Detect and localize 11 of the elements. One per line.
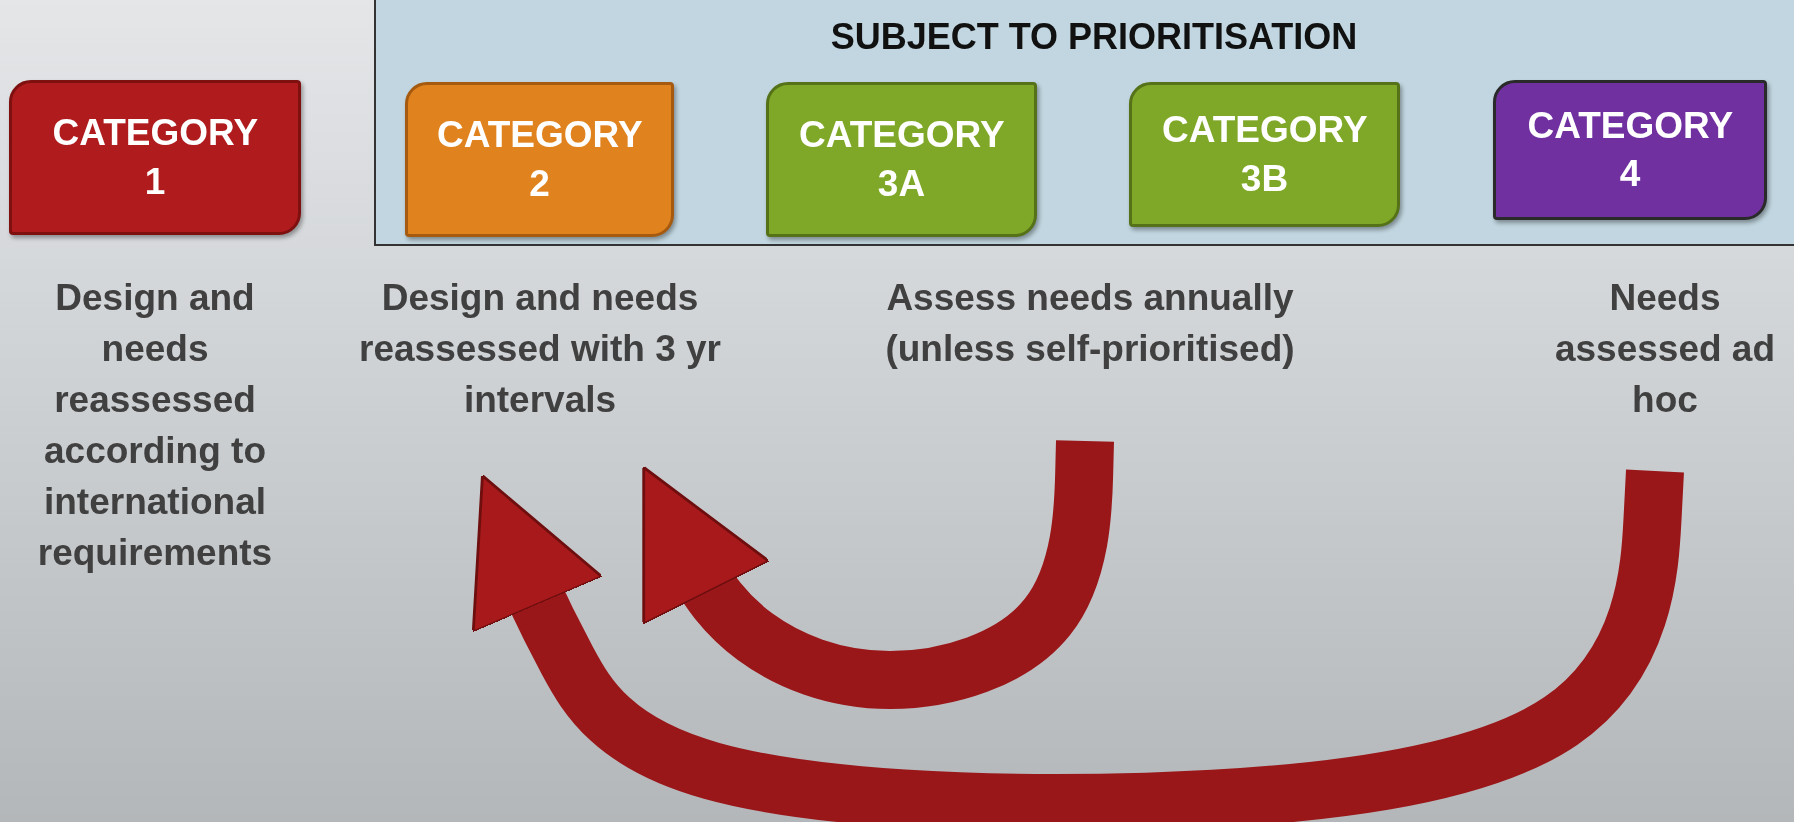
category-box: CATEGORY 3A <box>766 82 1037 237</box>
category-box: CATEGORY 1 <box>9 80 301 235</box>
description-text: Design and needs reassessed with 3 yr intervals <box>340 272 740 432</box>
description-text: Needs assessed ad hoc <box>1530 272 1794 470</box>
priority-band <box>374 0 1794 246</box>
description-text: Assess needs annually (unless self-prioritised) <box>830 272 1350 440</box>
description-text: Design and needs reassessed according to international requirements <box>36 276 274 576</box>
band-title: SUBJECT TO PRIORITISATION <box>829 16 1359 58</box>
category-box: CATEGORY 4 <box>1493 80 1767 220</box>
category-box: CATEGORY 2 <box>405 82 674 237</box>
category-box: CATEGORY 3B <box>1129 82 1400 227</box>
